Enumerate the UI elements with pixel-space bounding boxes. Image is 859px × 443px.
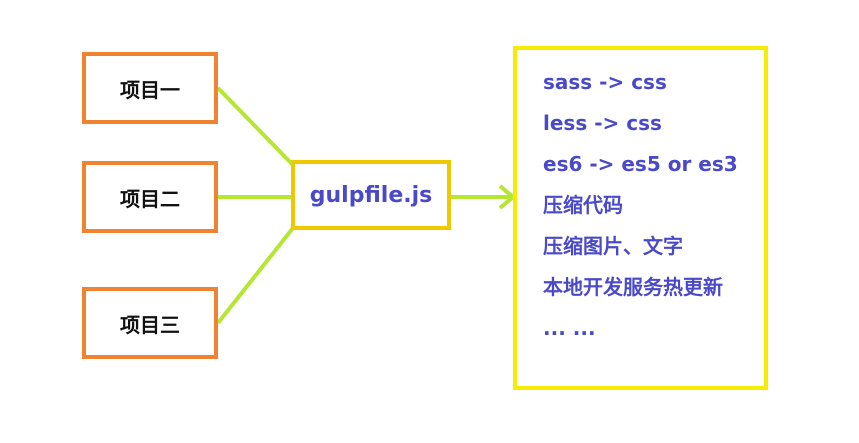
project-label-3: 项目三 xyxy=(120,312,180,337)
project-box-2: 项目二 xyxy=(82,161,218,233)
task-item-compress-images: 压缩图片、文字 xyxy=(543,234,683,258)
task-item-es6: es6 -> es5 or es3 xyxy=(543,152,738,176)
connector-project-1 xyxy=(216,86,295,167)
task-item-dev-server: 本地开发服务热更新 xyxy=(543,275,723,299)
task-item-ellipsis: ... ... xyxy=(543,316,596,340)
gulpfile-label: gulpfile.js xyxy=(309,182,433,208)
project-label-1: 项目一 xyxy=(120,77,180,102)
task-item-sass: sass -> css xyxy=(543,70,667,94)
project-label-2: 项目二 xyxy=(120,186,180,211)
task-item-minify-code: 压缩代码 xyxy=(543,193,623,217)
project-box-3: 项目三 xyxy=(82,287,218,359)
connector-project-3 xyxy=(216,226,295,325)
project-box-1: 项目一 xyxy=(82,52,218,124)
tasks-box: sass -> css less -> css es6 -> es5 or es… xyxy=(513,46,768,390)
gulpfile-box: gulpfile.js xyxy=(291,160,451,230)
task-item-less: less -> css xyxy=(543,111,662,135)
